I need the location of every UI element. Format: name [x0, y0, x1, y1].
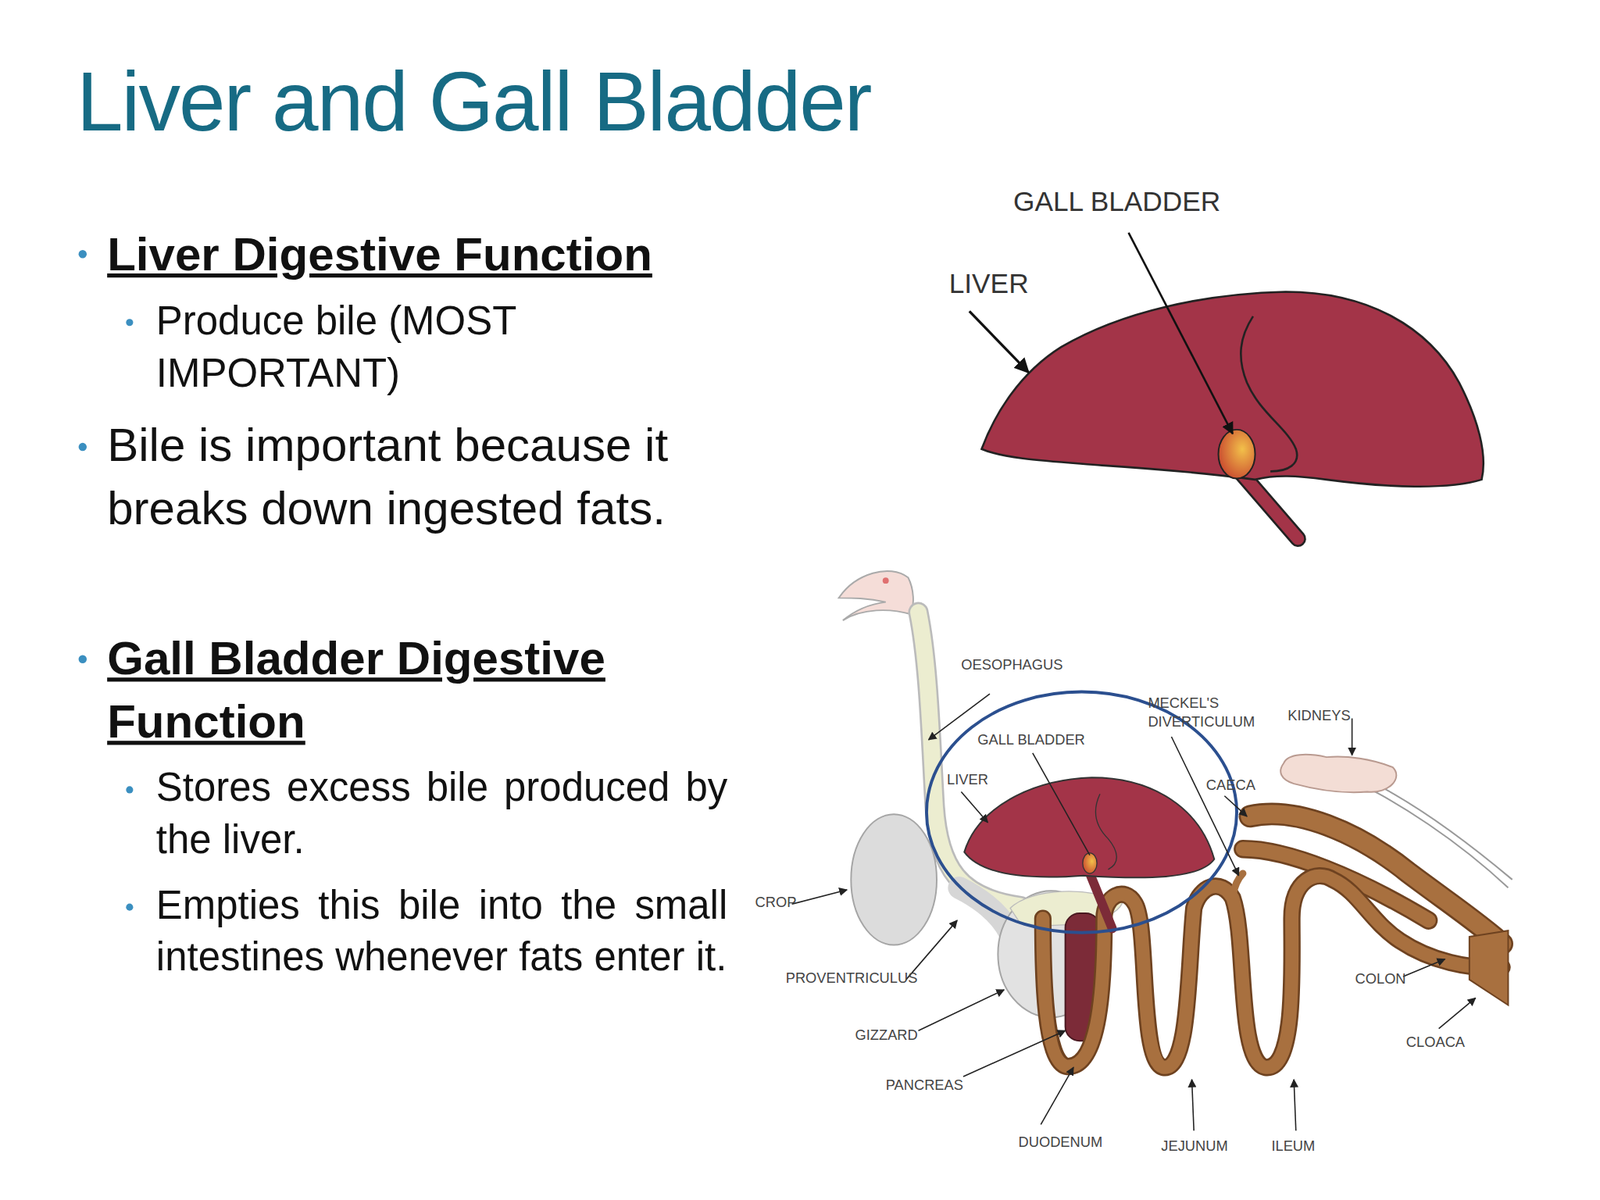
leader-arrow — [1224, 796, 1247, 817]
crop-shape — [850, 814, 937, 945]
intestine-outline — [1042, 875, 1503, 1068]
eye — [882, 577, 890, 584]
part-label: COLON — [1355, 969, 1407, 989]
bullet — [78, 655, 87, 664]
liver-lobe-line — [1096, 793, 1118, 870]
bile-duct — [1089, 873, 1113, 929]
part-label: LIVER — [949, 267, 1029, 300]
leader-arrow — [1293, 1079, 1297, 1131]
kidney-shape — [1280, 754, 1397, 793]
bullet — [78, 250, 87, 258]
leader-arrow — [1403, 959, 1446, 977]
section-heading: Liver Digestive Function — [107, 222, 740, 286]
part-label: JEJUNUM — [1160, 1136, 1228, 1156]
leader-arrow — [1439, 997, 1476, 1029]
liver-shape — [981, 292, 1483, 487]
intestine-tube — [1042, 875, 1503, 1068]
leader-arrow — [963, 1030, 1066, 1077]
leader-arrow — [1171, 736, 1239, 876]
bullet — [125, 903, 133, 911]
part-label: OESOPHAGUS — [960, 655, 1063, 675]
bullet — [125, 785, 133, 793]
bullet-text: Empties this bile into the small intesti… — [156, 878, 728, 983]
leader-arrow — [1128, 232, 1233, 434]
leader-arrow — [1192, 1079, 1195, 1131]
gall-bladder-shape — [1082, 853, 1097, 874]
part-label: CLOACA — [1406, 1032, 1465, 1052]
part-label: GIZZARD — [855, 1025, 918, 1045]
leader-arrow — [960, 792, 988, 823]
leader-arrow — [1351, 718, 1354, 756]
part-label: GALL BLADDER — [1013, 185, 1221, 219]
part-label: LIVER — [946, 770, 989, 790]
bullet-text: Stores excess bile produced by the liver… — [156, 760, 728, 865]
slide-title: Liver and Gall Bladder — [76, 53, 872, 151]
part-label: MECKEL'S DIVERTICULUM — [1147, 693, 1261, 731]
leader-line — [1032, 753, 1090, 856]
ureter — [1346, 777, 1508, 888]
bullet — [78, 442, 87, 451]
gall-bladder-shape — [1218, 429, 1256, 479]
part-label: CAECA — [1206, 775, 1256, 795]
cloaca-shape — [1469, 930, 1509, 1005]
liver-shape — [964, 777, 1215, 878]
leader-arrow — [918, 989, 1005, 1031]
bile-duct — [1239, 471, 1298, 539]
leader-arrow — [969, 310, 1029, 372]
part-label: PANCREAS — [885, 1075, 964, 1095]
bullet-text: Produce bile (MOST IMPORTANT) — [156, 294, 586, 399]
leader-arrow — [792, 889, 848, 904]
head-shape — [839, 571, 914, 621]
meckels-bump — [1232, 873, 1243, 897]
part-label: PROVENTRICULUS — [785, 968, 918, 988]
part-label: KIDNEYS — [1287, 706, 1350, 725]
part-label: GALL BLADDER — [977, 730, 1086, 750]
bullet — [125, 318, 133, 326]
bullet-text: Bile is important because it breaks down… — [107, 413, 740, 540]
section-heading: Gall Bladder Digestive Function — [107, 626, 679, 754]
part-label: DUODENUM — [1018, 1132, 1104, 1152]
part-label: ILEUM — [1271, 1136, 1315, 1156]
part-label: CROP — [755, 892, 797, 912]
leader-arrow — [1040, 1067, 1074, 1125]
bile-duct-outline — [1239, 471, 1298, 539]
